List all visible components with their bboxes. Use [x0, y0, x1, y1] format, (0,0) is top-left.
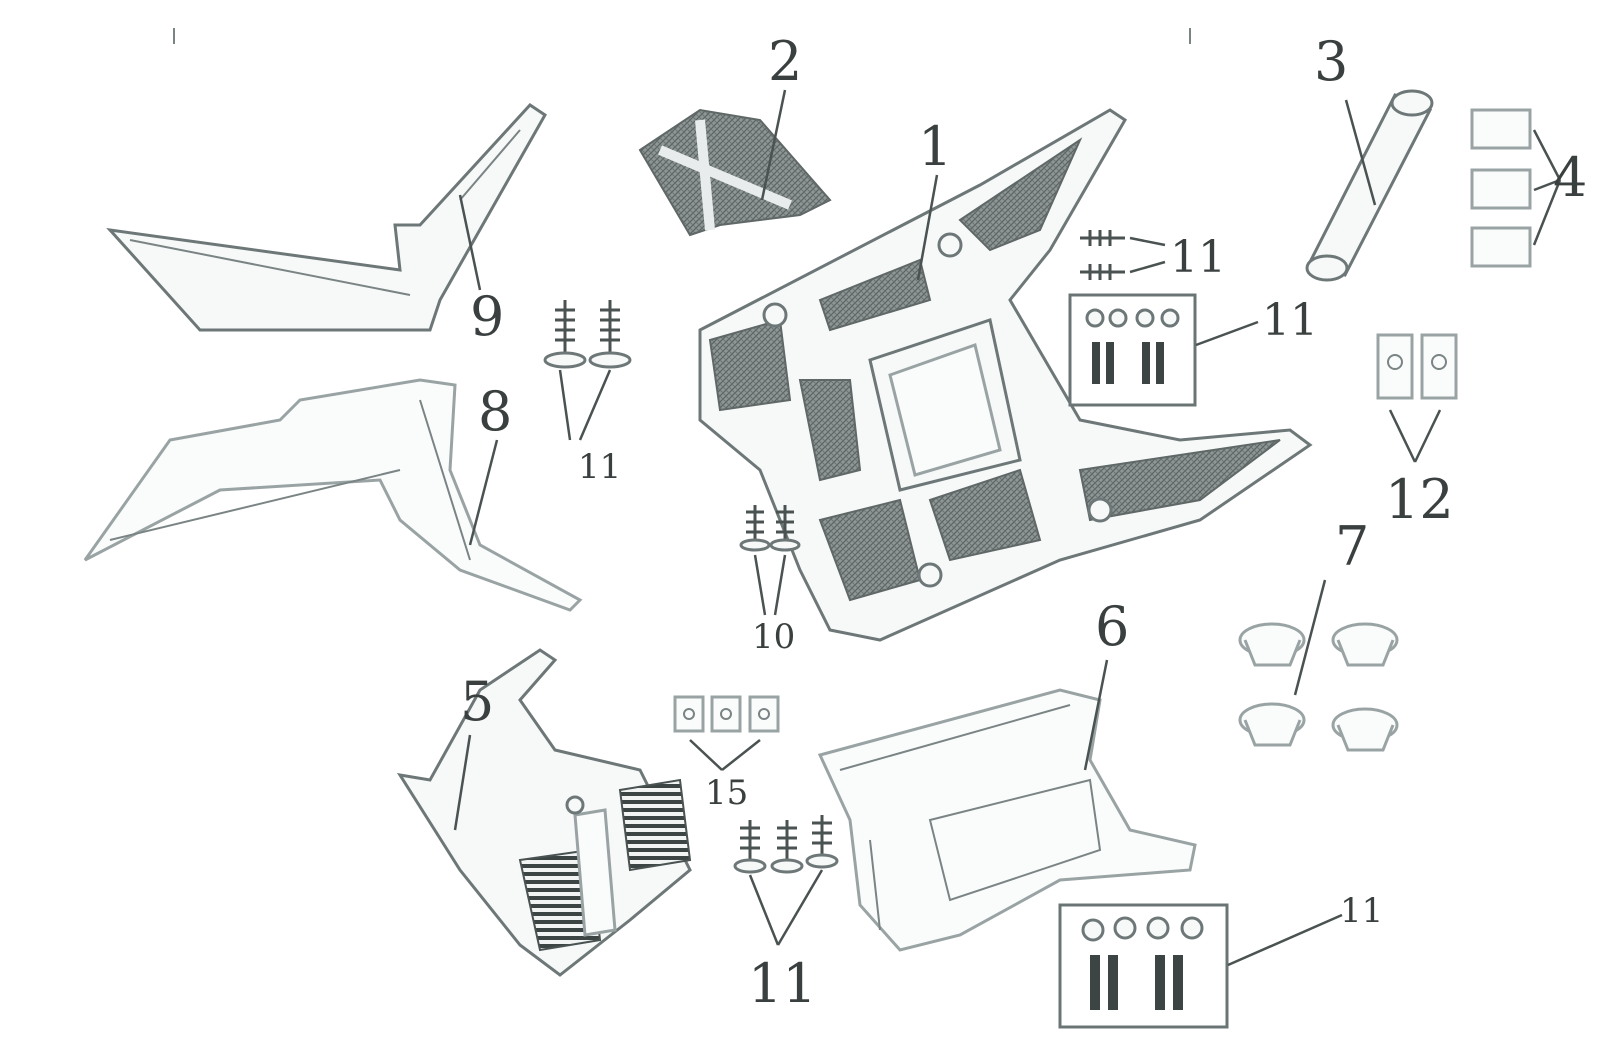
leader-line-8	[468, 439, 499, 546]
leader-line-9	[458, 194, 482, 291]
callout-10: 10	[752, 617, 795, 657]
callout-9: 9	[470, 285, 504, 348]
part-12-hardware-box	[1058, 903, 1229, 1029]
callout-12: 11	[1340, 891, 1383, 931]
part-2-mesh-cover	[638, 108, 832, 237]
leader-line-6	[1083, 659, 1109, 771]
part-11-screws-left	[543, 300, 632, 369]
callout-3: 3	[1314, 30, 1348, 93]
callout-4: 4	[1553, 146, 1587, 209]
part-4-blocks	[1470, 108, 1532, 268]
callout-1: 1	[918, 115, 952, 178]
part-9-upper-side-cover	[106, 103, 547, 332]
callout-11a: 11	[578, 447, 621, 487]
callout-5: 5	[460, 670, 494, 733]
callout-11b: 11	[1170, 232, 1226, 283]
leader-line-15	[689, 739, 761, 771]
leader-line-11c	[748, 869, 824, 946]
leader-line-11a	[558, 369, 612, 441]
leader-line-5	[453, 734, 472, 831]
part-13-hardware-box	[1068, 293, 1197, 407]
leader-line-1	[916, 174, 939, 281]
leader-line-10	[753, 554, 787, 616]
callout-14: 12	[1385, 468, 1454, 531]
leader-line-11b	[1129, 236, 1166, 274]
callout-8: 8	[478, 380, 512, 443]
callout-15: 15	[705, 773, 748, 813]
part-15-clip-nuts	[673, 695, 780, 733]
part-11-screws-top	[1080, 230, 1125, 280]
part-10-screws	[739, 505, 801, 552]
leader-line-12	[1227, 913, 1343, 967]
part-5-front-cover	[396, 648, 692, 977]
part-8-lower-side-cover	[83, 378, 583, 612]
callout-2: 2	[768, 30, 802, 93]
leader-line-2	[760, 89, 787, 201]
leader-line-13	[1195, 320, 1259, 347]
leader-line-3	[1344, 99, 1377, 206]
part-7-caps	[1238, 622, 1399, 752]
part-1-floor-panel	[698, 108, 1313, 642]
leader-line-7	[1293, 579, 1327, 696]
callout-6: 6	[1095, 595, 1129, 658]
leader-line-4	[1532, 129, 1562, 246]
callout-11c: 11	[748, 952, 817, 1015]
part-11-screws-bottom	[733, 815, 839, 874]
part-14-clips	[1376, 333, 1458, 400]
leader-line-14	[1388, 409, 1442, 463]
callout-13: 11	[1262, 295, 1318, 346]
callout-7: 7	[1335, 515, 1369, 578]
